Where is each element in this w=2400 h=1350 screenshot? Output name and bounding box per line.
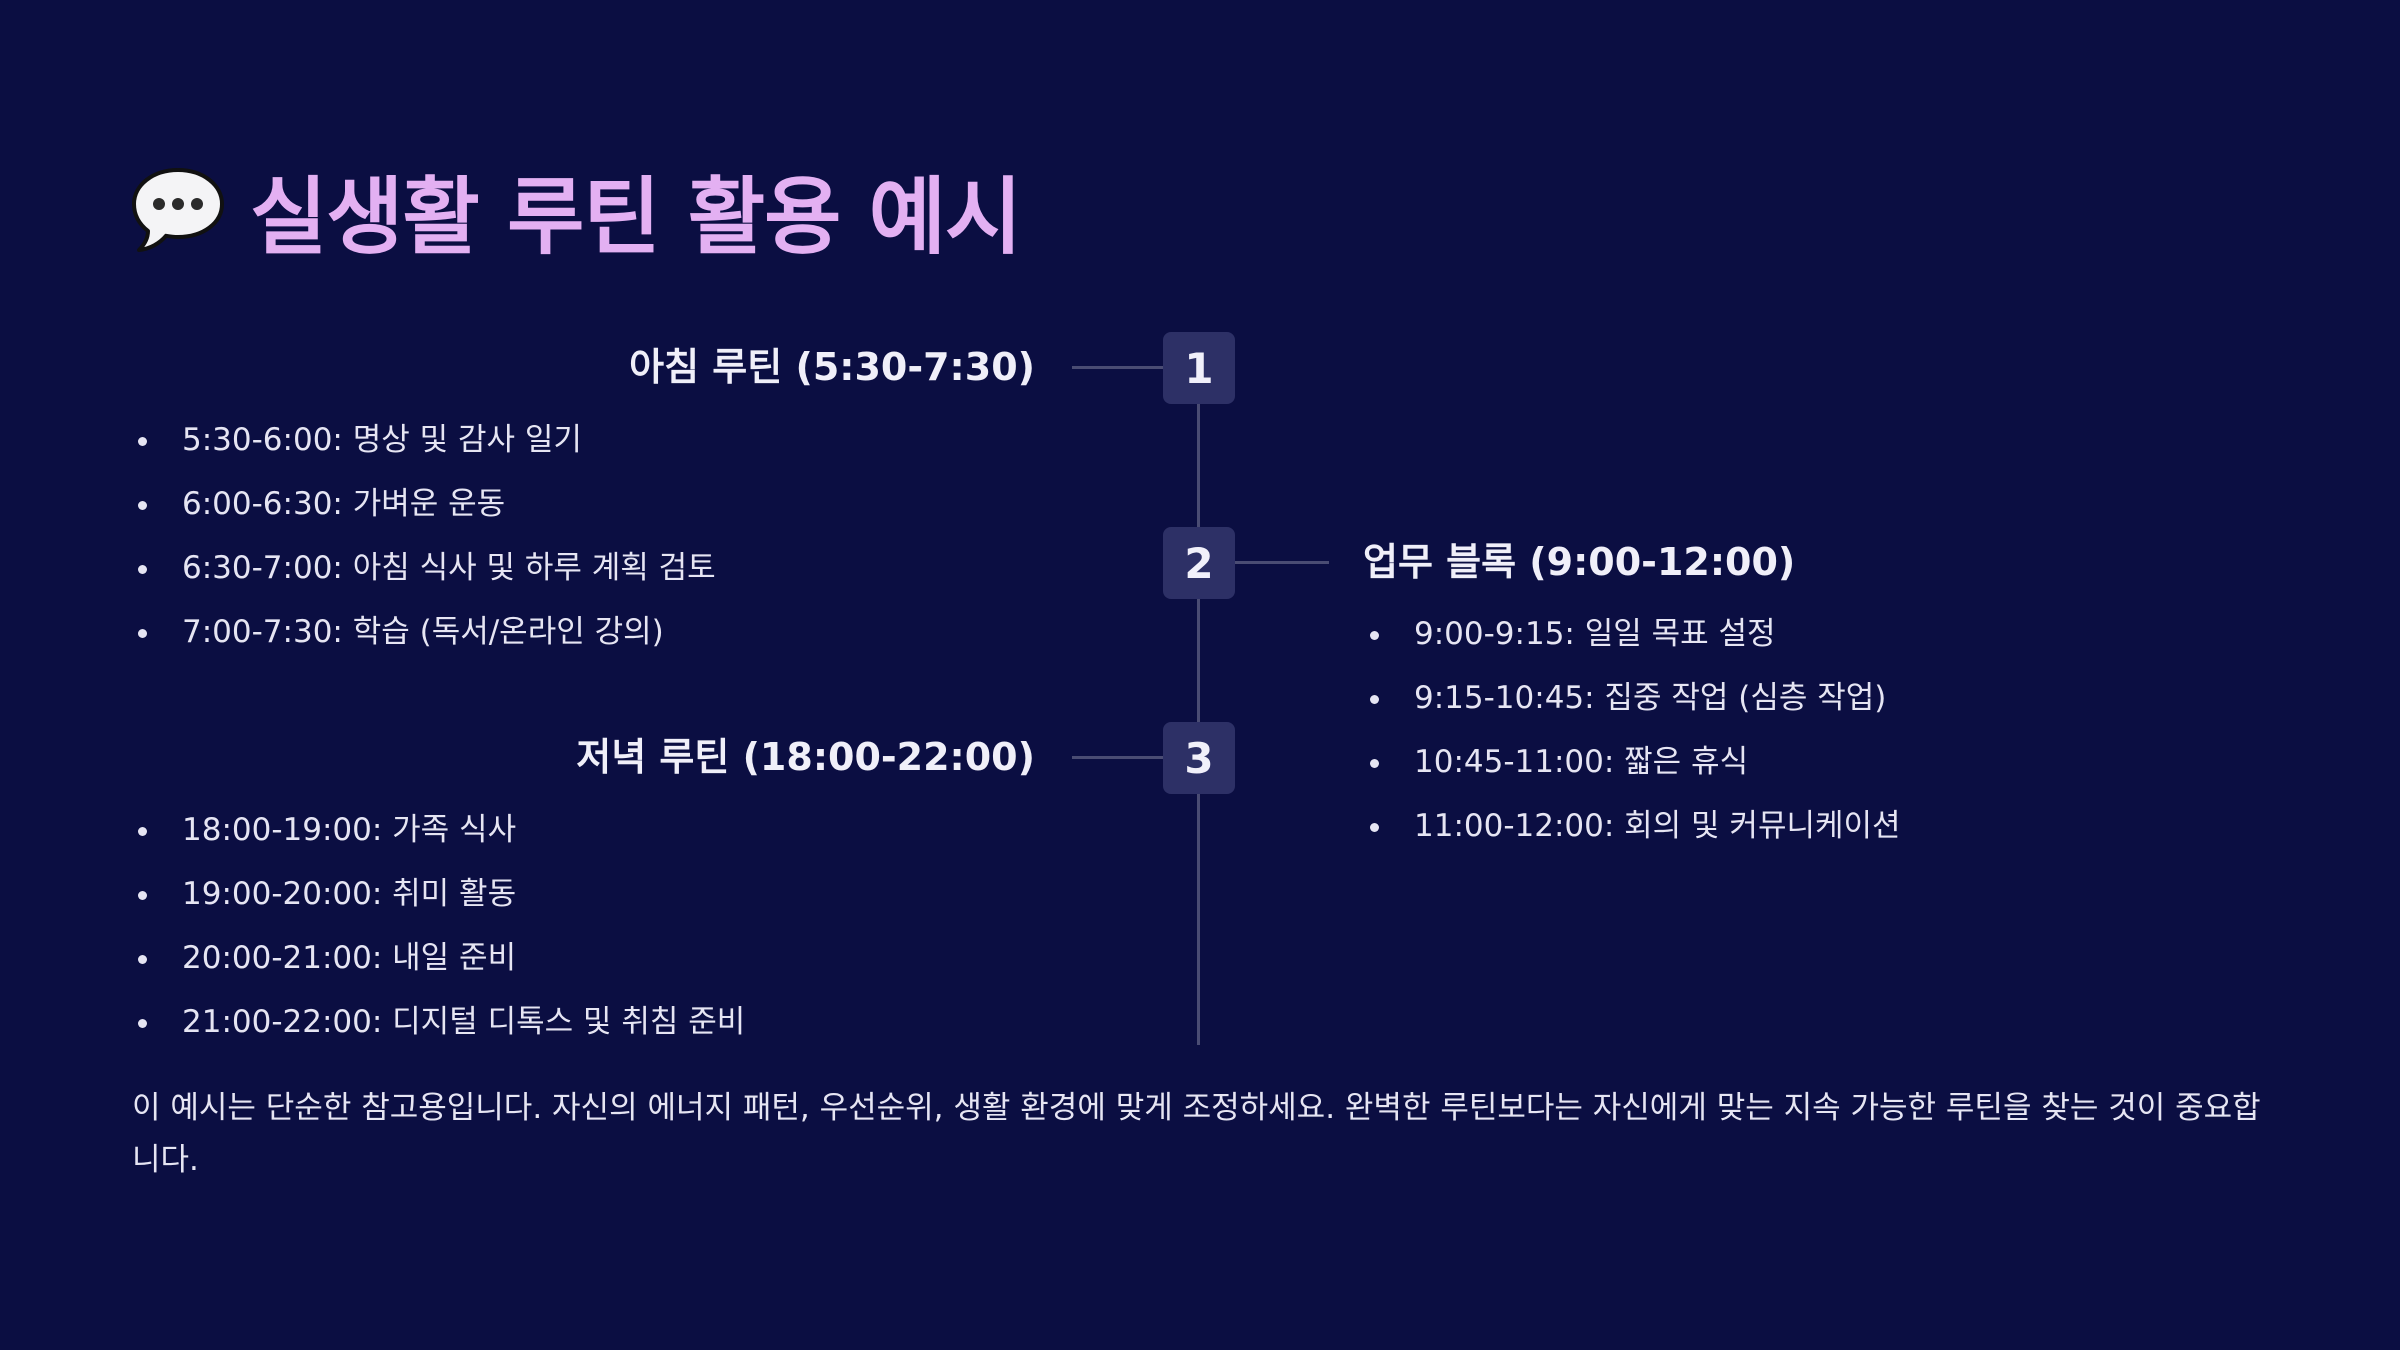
list-item: 21:00-22:00: 디지털 디톡스 및 취침 준비: [134, 1002, 745, 1042]
step-1-connector: [1072, 366, 1164, 369]
bullet-icon: [1370, 759, 1379, 768]
list-item: 5:30-6:00: 명상 및 감사 일기: [134, 420, 716, 460]
list-item: 10:45-11:00: 짧은 휴식: [1366, 742, 1901, 782]
page-title-text: 실생활 루틴 활용 예시: [250, 167, 1022, 266]
list-item: 9:00-9:15: 일일 목표 설정: [1366, 614, 1901, 654]
list-item: 6:30-7:00: 아침 식사 및 하루 계획 검토: [134, 548, 716, 588]
list-item: 11:00-12:00: 회의 및 커뮤니케이션: [1366, 806, 1901, 846]
list-item: 9:15-10:45: 집중 작업 (심층 작업): [1366, 678, 1901, 718]
footnote: 이 예시는 단순한 참고용입니다. 자신의 에너지 패턴, 우선순위, 생활 환…: [132, 1090, 2261, 1178]
bullet-icon: [138, 501, 147, 510]
bullet-icon: [138, 565, 147, 574]
bullet-icon: [138, 891, 147, 900]
step-2-heading: 업무 블록 (9:00-12:00): [1363, 540, 1796, 584]
list-item: 7:00-7:30: 학습 (독서/온라인 강의): [134, 612, 716, 652]
bullet-icon: [138, 1019, 147, 1028]
list-item: 19:00-20:00: 취미 활동: [134, 874, 745, 914]
list-item: 6:00-6:30: 가벼운 운동: [134, 484, 716, 524]
list-item: 20:00-21:00: 내일 준비: [134, 938, 745, 978]
list-item: 18:00-19:00: 가족 식사: [134, 810, 745, 850]
bullet-icon: [138, 955, 147, 964]
step-1-list: 5:30-6:00: 명상 및 감사 일기 6:00-6:30: 가벼운 운동 …: [134, 420, 716, 676]
step-3-connector: [1072, 756, 1164, 759]
step-3-list: 18:00-19:00: 가족 식사 19:00-20:00: 취미 활동 20…: [134, 810, 745, 1066]
timeline-line: [1197, 335, 1200, 1045]
bullet-icon: [138, 437, 147, 446]
step-2-list: 9:00-9:15: 일일 목표 설정 9:15-10:45: 집중 작업 (심…: [1366, 614, 1901, 870]
bullet-icon: [1370, 823, 1379, 832]
step-3-heading: 저녁 루틴 (18:00-22:00): [576, 735, 1035, 779]
step-1-heading: 아침 루틴 (5:30-7:30): [629, 345, 1035, 389]
step-2-badge: 2: [1163, 527, 1235, 599]
step-1-badge: 1: [1163, 332, 1235, 404]
step-3-badge: 3: [1163, 722, 1235, 794]
step-2-connector: [1234, 561, 1329, 564]
speech-bubble-icon: [132, 168, 224, 252]
bullet-icon: [138, 827, 147, 836]
page-title: 실생활 루틴 활용 예시: [130, 155, 1022, 266]
bullet-icon: [1370, 695, 1379, 704]
bullet-icon: [138, 629, 147, 638]
bullet-icon: [1370, 631, 1379, 640]
